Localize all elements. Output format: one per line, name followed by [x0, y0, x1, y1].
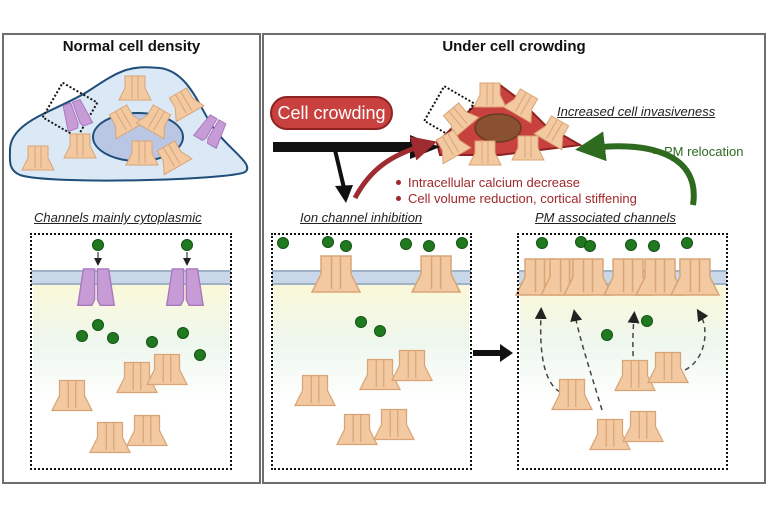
effect-item: Intracellular calcium decrease: [408, 175, 580, 190]
right-detail-box: [515, 236, 727, 451]
inhibition-arrow: [333, 149, 353, 203]
relocation-green-arrow: [575, 131, 697, 206]
middle-detail-box: [272, 236, 471, 446]
transition-arrow: [473, 344, 513, 362]
left-detail-box: [31, 239, 231, 454]
feedback-red-arrow: [352, 136, 438, 200]
crowded-cell: [422, 82, 584, 166]
invasiveness-label: Increased cell invasiveness: [557, 104, 716, 119]
effect-item: Cell volume reduction, cortical stiffeni…: [408, 191, 637, 206]
effects-list: Intracellular calcium decrease Cell volu…: [396, 175, 637, 207]
pm-caption: PM associated channels: [535, 210, 676, 225]
left-detail-frame: [30, 233, 232, 470]
normal-density-title: Normal cell density: [62, 38, 201, 55]
normal-cell: [8, 66, 249, 182]
crowding-title: Under cell crowding: [442, 38, 586, 55]
inhibition-caption: Ion channel inhibition: [300, 210, 423, 225]
cell-crowding-label: Cell crowding: [270, 96, 393, 130]
cell-crowding-text: Cell crowding: [277, 102, 386, 123]
middle-detail-frame: [271, 233, 472, 470]
relocation-text: PM relocation: [664, 144, 744, 159]
cytoplasmic-caption: Channels mainly cytoplasmic: [34, 210, 202, 225]
right-detail-frame: [517, 233, 728, 470]
relocation-bullet: PM relocation: [652, 144, 743, 160]
